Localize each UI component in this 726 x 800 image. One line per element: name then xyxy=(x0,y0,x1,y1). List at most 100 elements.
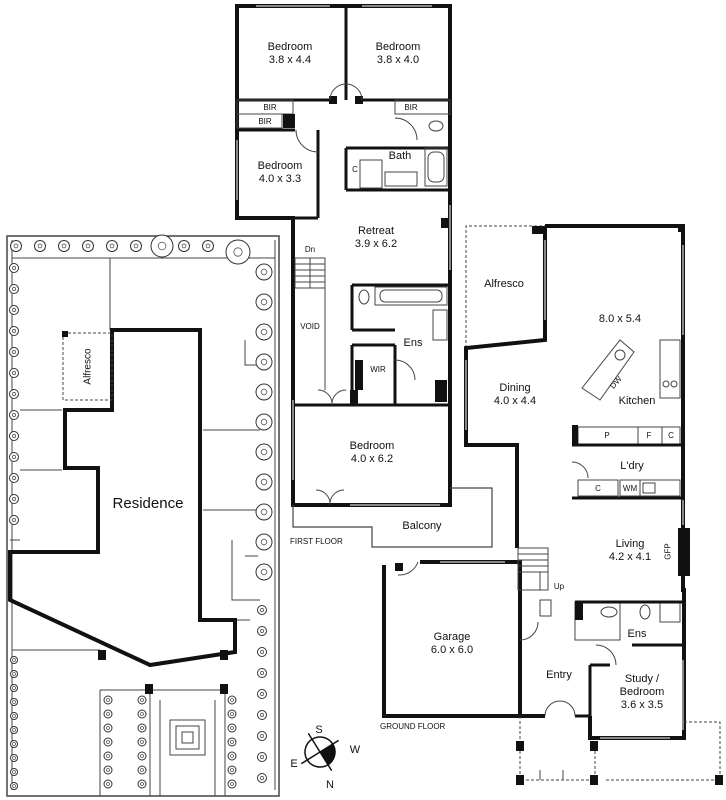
tree-core xyxy=(260,298,268,306)
tree-core xyxy=(109,243,115,249)
up-label: Up xyxy=(553,582,565,591)
tree-core xyxy=(140,754,144,758)
balcony-label: Balcony xyxy=(402,520,442,532)
tree-core xyxy=(230,782,234,786)
tree-core xyxy=(12,434,16,438)
tree-core xyxy=(61,243,67,249)
bath-label: Bath xyxy=(388,150,412,162)
tree-core xyxy=(12,756,16,760)
compass-e: E xyxy=(290,758,298,770)
tree-core xyxy=(260,418,268,426)
residence-label: Residence xyxy=(112,495,184,512)
tree-icon xyxy=(9,326,19,336)
bir-label-3: BIR xyxy=(258,117,272,126)
tree-core xyxy=(12,497,16,501)
tree-core xyxy=(106,712,110,716)
bir-label-2: BIR xyxy=(404,103,418,112)
tree-icon xyxy=(10,656,18,664)
tree-icon xyxy=(227,695,237,705)
tree-icon xyxy=(255,413,273,431)
tree-icon xyxy=(103,737,113,747)
tree-icon xyxy=(257,605,267,615)
tree-core xyxy=(12,518,16,522)
tree-icon xyxy=(10,684,18,692)
tree-icon xyxy=(257,668,267,678)
tree-core xyxy=(12,770,16,774)
tree-core xyxy=(260,508,268,516)
tree-core xyxy=(12,266,16,270)
tree-core xyxy=(260,568,268,576)
tree-icon xyxy=(137,737,147,747)
site-alfresco xyxy=(62,332,113,401)
tree-core xyxy=(12,371,16,375)
tree-core xyxy=(260,692,264,696)
tree-core xyxy=(106,698,110,702)
tree-core xyxy=(140,712,144,716)
tree-core xyxy=(37,243,43,249)
ens-ground-label: Ens xyxy=(627,628,647,640)
tree-icon xyxy=(227,751,237,761)
entry-label: Entry xyxy=(546,669,572,681)
tree-core xyxy=(260,734,264,738)
tree-core xyxy=(260,671,264,675)
pantry-label: P xyxy=(604,431,610,440)
tree-icon xyxy=(225,239,251,265)
kitchen-c-label: C xyxy=(668,431,674,440)
tree-core xyxy=(260,478,268,486)
wm-label: WM xyxy=(622,484,638,493)
tree-icon xyxy=(103,765,113,775)
tree-core xyxy=(106,782,110,786)
tree-icon xyxy=(9,431,19,441)
kitchen-label: Kitchen xyxy=(618,395,656,407)
tree-core xyxy=(230,698,234,702)
tree-icon xyxy=(103,779,113,789)
tree-icon xyxy=(257,626,267,636)
tree-icon xyxy=(9,452,19,462)
tree-icon xyxy=(10,740,18,748)
tree-icon xyxy=(9,389,19,399)
site-trees xyxy=(9,234,273,790)
tree-icon xyxy=(9,284,19,294)
void-label: VOID xyxy=(300,322,320,331)
tree-icon xyxy=(58,240,70,252)
tree-icon xyxy=(10,670,18,678)
tree-icon xyxy=(202,240,214,252)
tree-icon xyxy=(227,779,237,789)
first-floor-caption: FIRST FLOOR xyxy=(290,537,343,546)
tree-icon xyxy=(255,323,273,341)
tree-core xyxy=(260,358,268,366)
tree-core xyxy=(140,782,144,786)
compass-n: N xyxy=(326,779,334,791)
tree-icon xyxy=(34,240,46,252)
residence-outline xyxy=(8,328,237,668)
tree-core xyxy=(133,243,139,249)
tree-core xyxy=(12,476,16,480)
tree-icon xyxy=(257,647,267,657)
tree-icon xyxy=(82,240,94,252)
tree-icon xyxy=(9,263,19,273)
tree-core xyxy=(12,700,16,704)
tree-icon xyxy=(137,723,147,733)
tree-core xyxy=(85,243,91,249)
tree-core xyxy=(205,243,211,249)
tree-icon xyxy=(227,765,237,775)
tree-icon xyxy=(10,768,18,776)
tree-core xyxy=(260,448,268,456)
tree-icon xyxy=(9,494,19,504)
tree-core xyxy=(260,629,264,633)
tree-icon xyxy=(255,293,273,311)
tree-icon xyxy=(10,782,18,790)
tree-core xyxy=(260,755,264,759)
tree-core xyxy=(157,241,167,251)
tree-core xyxy=(140,726,144,730)
tree-core xyxy=(181,243,187,249)
tree-core xyxy=(12,329,16,333)
tree-core xyxy=(230,726,234,730)
tree-core xyxy=(12,742,16,746)
tree-icon xyxy=(9,410,19,420)
tree-icon xyxy=(9,368,19,378)
tree-core xyxy=(13,243,19,249)
